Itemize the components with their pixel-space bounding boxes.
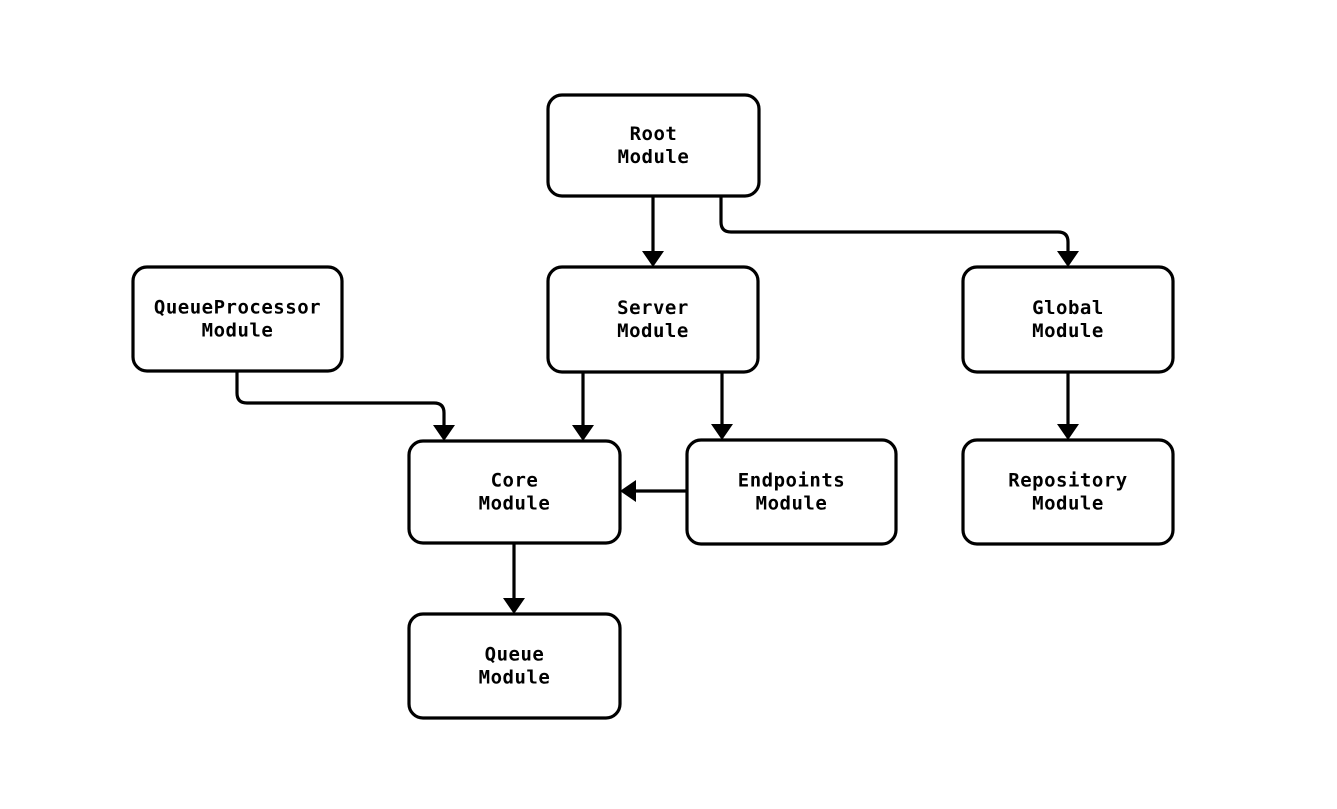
arrowhead-icon (711, 424, 733, 440)
node-label-name: Core (491, 470, 539, 492)
node-label-name: Endpoints (738, 470, 845, 492)
node-box[interactable] (961, 438, 1175, 546)
node-box[interactable] (546, 265, 760, 374)
edge-root-to-server (642, 196, 664, 267)
arrowhead-icon (1057, 251, 1079, 267)
edge-line (719, 196, 1070, 251)
edges-layer (235, 196, 1079, 614)
node-label-name: Server (617, 297, 689, 319)
arrowhead-icon (503, 598, 525, 614)
node-label-name: Queue (485, 644, 545, 666)
nodes-layer: RootModuleQueueProcessorModuleServerModu… (131, 93, 1175, 720)
node-box[interactable] (546, 93, 761, 198)
node-label-suffix: Module (202, 320, 274, 342)
edge-endpoints-to-core (620, 480, 687, 502)
arrowhead-icon (620, 480, 636, 502)
node-label-suffix: Module (756, 493, 828, 515)
edge-server-to-core (572, 372, 594, 441)
edge-core-to-queue (503, 543, 525, 614)
node-label-suffix: Module (618, 146, 690, 168)
node-label-name: Repository (1008, 470, 1127, 492)
edge-queueprocessor-to-core (235, 371, 455, 441)
arrowhead-icon (433, 425, 455, 441)
node-box[interactable] (407, 439, 622, 545)
node-label-suffix: Module (617, 320, 689, 342)
node-label-suffix: Module (1032, 493, 1104, 515)
node-label-suffix: Module (479, 493, 551, 515)
node-label-suffix: Module (1032, 320, 1104, 342)
node-box[interactable] (685, 438, 898, 546)
node-label-suffix: Module (479, 667, 551, 689)
arrowhead-icon (572, 425, 594, 441)
node-box[interactable] (131, 265, 344, 373)
arrowhead-icon (642, 251, 664, 267)
edge-global-to-repository (1057, 372, 1079, 440)
edge-server-to-endpoints (711, 372, 733, 440)
node-box[interactable] (407, 612, 622, 720)
node-label-name: Root (630, 123, 678, 145)
node-label-name: Global (1032, 297, 1104, 319)
arrowhead-icon (1057, 424, 1079, 440)
edge-root-to-global (719, 196, 1079, 267)
node-box[interactable] (961, 265, 1175, 374)
node-label-name: QueueProcessor (154, 297, 321, 319)
edge-line (235, 371, 446, 425)
